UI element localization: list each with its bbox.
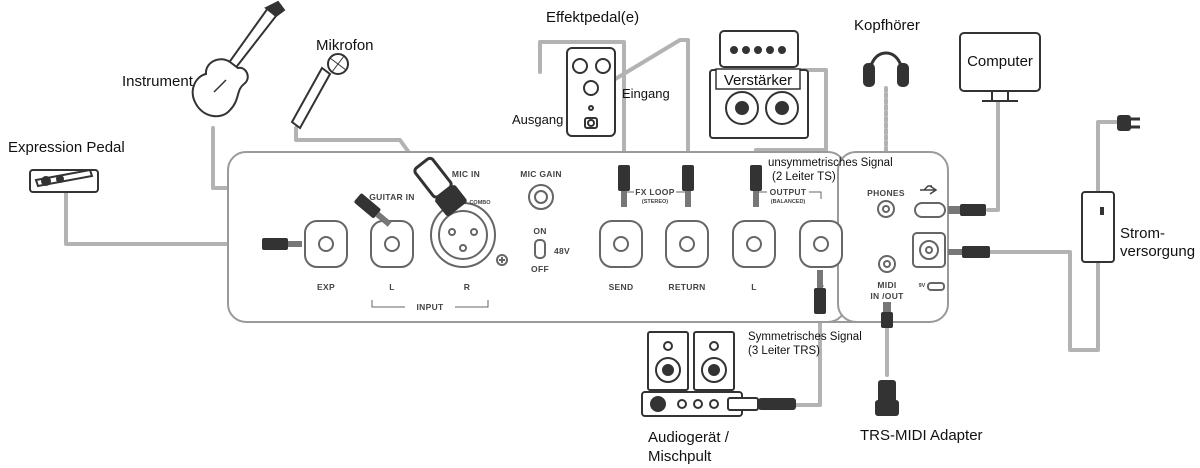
expression-pedal-label: Expression Pedal [8, 139, 125, 156]
dc-power-jack[interactable] [912, 232, 946, 268]
effektpedal-label: Effektpedal(e) [546, 9, 639, 26]
plugs [262, 156, 990, 416]
mikrofon-label: Mikrofon [316, 37, 374, 54]
fx-loop-stereo-label: (STEREO) [642, 199, 668, 205]
fx-loop-label: FX LOOP [635, 187, 674, 197]
strom-line1: Strom- [1120, 225, 1165, 242]
midi-inout-label: IN /OUT [870, 291, 904, 301]
mic-in-label: MIC IN [452, 169, 480, 179]
unsym-line2: (2 Leiter TS) [772, 171, 836, 183]
ground-screw-icon [496, 254, 508, 266]
mixer-icon [641, 391, 743, 417]
mic-gain-label: MIC GAIN [520, 169, 562, 179]
unsym-line1: unsymmetrisches Signal [768, 157, 893, 169]
computer-label: Computer [967, 53, 1033, 70]
output-r-plug [814, 288, 826, 314]
dc-plug [962, 246, 990, 258]
strom-line2: versorgung [1120, 243, 1195, 260]
send-label: SEND [609, 282, 634, 292]
verstaerker-label: Verstärker [724, 72, 792, 89]
kopfhoerer-label: Kopfhörer [854, 17, 920, 34]
mic-gain-knob[interactable] [528, 184, 554, 210]
usb-plug [960, 204, 986, 216]
output-label: OUTPUT [770, 187, 807, 197]
power-cable-top [1096, 120, 1120, 192]
mixer-plug [727, 397, 796, 411]
usb-c-port[interactable] [914, 202, 946, 218]
fx-send-plug [618, 165, 630, 191]
phones-jack[interactable] [877, 200, 895, 218]
output-r-cable [794, 308, 822, 407]
fx-return-jack[interactable] [665, 220, 709, 268]
fx-send-cable [538, 40, 626, 174]
usb-cable [986, 96, 1000, 212]
trs-midi-label: TRS-MIDI Adapter [860, 427, 983, 444]
sym-line1: Symmetrisches Signal [748, 331, 862, 343]
phantom-48v-switch[interactable] [534, 239, 546, 259]
power-cable-bottom [988, 250, 1100, 352]
guitar-icon [191, 0, 286, 118]
exp-label: EXP [317, 282, 335, 292]
interface-panel [227, 151, 949, 323]
ausgang-label: Ausgang [512, 112, 563, 127]
guitar-plug [354, 193, 392, 227]
exp-plug [262, 238, 288, 250]
on-label: ON [533, 226, 546, 236]
midi-din-plug [878, 380, 896, 406]
combo-label: COMBO [469, 200, 491, 206]
phantom-48v-label: 48V [554, 246, 570, 256]
input-l-label: L [389, 282, 395, 292]
output-balanced-label: (BALANCED) [771, 199, 806, 205]
studio-monitors-icon [647, 331, 735, 391]
off-label: OFF [531, 264, 549, 274]
microphone-icon [290, 53, 349, 130]
output-l-plug [750, 165, 762, 191]
power-plug-icon [1117, 115, 1140, 131]
effect-pedal-icon [566, 47, 616, 137]
verstaerker-box [715, 68, 801, 90]
xlr-plug [413, 156, 467, 217]
midi-trs-plug [883, 302, 891, 312]
headphones-icon [863, 51, 909, 87]
mic-combo-jack[interactable] [430, 202, 496, 268]
guitar-in-l-jack[interactable] [370, 220, 414, 268]
dc-label: 9V [919, 283, 926, 289]
midi-label: MIDI [877, 280, 896, 290]
guitar-in-label: GUITAR IN [369, 192, 415, 202]
output-l-label: L [751, 282, 757, 292]
phones-label: PHONES [867, 188, 905, 198]
eingang-label: Eingang [622, 86, 670, 101]
jacks [304, 184, 946, 291]
power-switch[interactable] [927, 282, 945, 291]
fx-send-jack[interactable] [599, 220, 643, 268]
sym-line2: (3 Leiter TRS) [748, 345, 820, 357]
fx-return-plug [682, 165, 694, 191]
fx-return-cable [605, 38, 690, 174]
input-r-label: R [464, 282, 470, 292]
output-r-jack[interactable] [799, 220, 843, 268]
output-l-jack[interactable] [732, 220, 776, 268]
exp-cable [64, 190, 264, 246]
input-bracket [371, 300, 489, 308]
exp-jack[interactable] [304, 220, 348, 268]
return-label: RETURN [668, 282, 705, 292]
computer-label-bg [962, 50, 1038, 72]
usb-icon [920, 185, 938, 195]
audio-line2: Mischpult [648, 448, 712, 465]
input-group-label: INPUT [417, 302, 445, 312]
midi-jack[interactable] [878, 255, 896, 273]
power-adapter-icon [1081, 191, 1115, 263]
instrument-label: Instrument [122, 73, 194, 90]
expression-pedal-icon [29, 168, 99, 193]
audio-line1: Audiogerät / [648, 429, 730, 446]
